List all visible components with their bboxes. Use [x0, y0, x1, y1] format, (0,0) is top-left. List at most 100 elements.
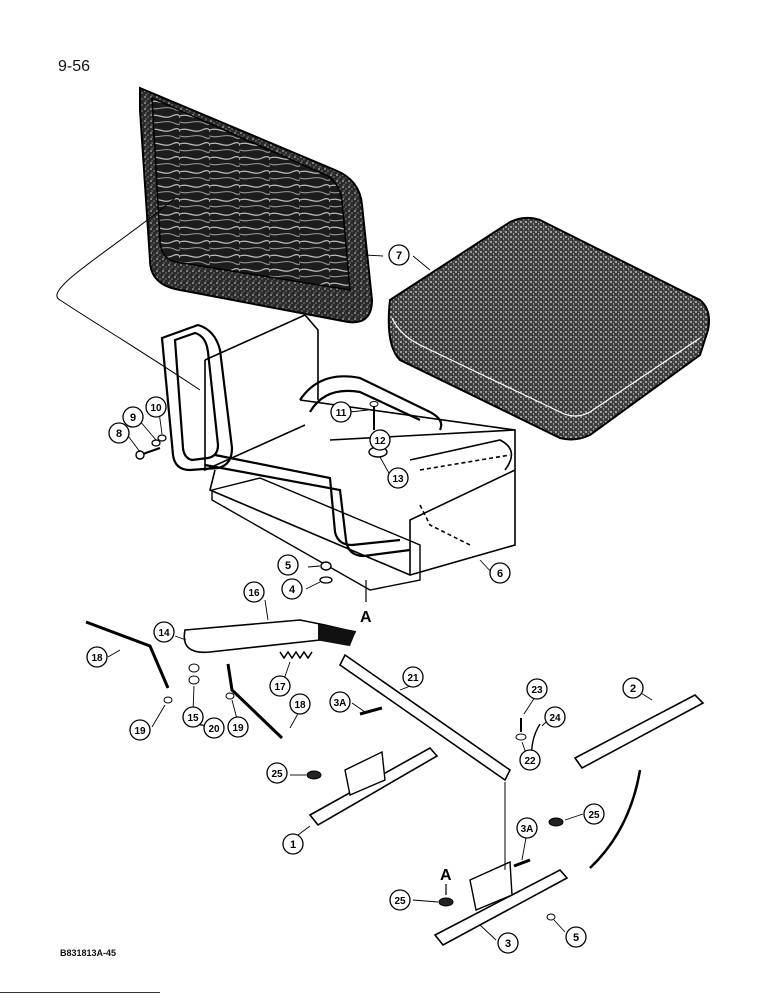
callout-circle: [369, 429, 391, 451]
callout-c24: 24: [544, 706, 566, 728]
callout-circle: [203, 717, 225, 739]
callout-circle: [622, 677, 644, 699]
callout-circle: [281, 578, 303, 600]
callout-circle: [108, 422, 130, 444]
callout-circle: [544, 706, 566, 728]
bottom-rule: [0, 992, 160, 993]
callout-label: 8: [116, 428, 122, 440]
figure-id: B831813A-45: [60, 948, 117, 958]
callout-circle: [145, 396, 167, 418]
callout-label: 14: [158, 628, 170, 639]
callout-label: 3A: [521, 824, 534, 835]
callout-circle: [86, 646, 108, 668]
callout-circle: [329, 691, 351, 713]
hardware-bolt-8: [135, 447, 161, 460]
callout-label: 22: [524, 756, 536, 767]
spring-17: [279, 650, 313, 660]
callout-label: 17: [274, 682, 286, 693]
callout-label: 1: [290, 839, 296, 851]
callout-c13: 13: [387, 467, 409, 489]
callout-c11: 11: [330, 401, 352, 423]
callout-label: 18: [294, 700, 306, 711]
callout-c18b: 18: [289, 693, 311, 715]
callout-circle: [526, 678, 548, 700]
seat-tube-frame: [160, 323, 443, 558]
callout-c6: 6: [489, 562, 511, 584]
callout-circle: [289, 693, 311, 715]
callout-circle: [388, 244, 410, 266]
callout-label: 3A: [334, 698, 347, 709]
callout-c18a: 18: [86, 646, 108, 668]
rod-18-right: [226, 663, 284, 740]
seat-base-plate: [211, 477, 421, 591]
callout-c16: 16: [243, 581, 265, 603]
seat-back-cushion: [139, 86, 374, 324]
callout-label: 3: [505, 938, 511, 950]
callout-c3a_a: 3A: [329, 691, 351, 713]
callout-circle: [277, 554, 299, 576]
callout-circle: [282, 833, 304, 855]
rod-18-left: [85, 620, 170, 689]
callout-label: 16: [248, 588, 260, 599]
callout-c3a_b: 3A: [516, 817, 538, 839]
callout-c5a: 5: [277, 554, 299, 576]
view-marker-a-lower: A: [440, 867, 452, 895]
slide-bar-21: [338, 653, 512, 782]
callout-label: 19: [134, 726, 146, 737]
callout-circle: [519, 749, 541, 771]
view-marker-a-upper: A: [360, 580, 372, 626]
callout-label: 24: [549, 713, 561, 724]
callout-circle: [266, 762, 288, 784]
callout-c17: 17: [269, 675, 291, 697]
callout-circle: [402, 666, 424, 688]
callout-c25a: 25: [266, 762, 288, 784]
callout-c20: 20: [203, 717, 225, 739]
callout-c23: 23: [526, 678, 548, 700]
seat-track-1: [306, 746, 439, 827]
callout-label: 4: [289, 584, 296, 596]
callout-c2: 2: [622, 677, 644, 699]
callout-label: 25: [588, 810, 600, 821]
callout-c19b: 19: [227, 716, 249, 738]
callout-c10: 10: [145, 396, 167, 418]
callout-c25b: 25: [583, 803, 605, 825]
clip-3a-upper: [359, 706, 383, 716]
seat-track-3: [433, 817, 569, 947]
callout-label: 25: [271, 769, 283, 780]
callout-c1: 1: [282, 833, 304, 855]
callout-label: 5: [285, 560, 291, 572]
seat-track-2: [573, 694, 705, 770]
callout-c12: 12: [369, 429, 391, 451]
callout-c3: 3: [497, 932, 519, 954]
view-marker-a-lower-label: A: [440, 867, 452, 884]
callout-label: 2: [630, 683, 636, 695]
callout-label: 6: [497, 568, 503, 580]
callout-label: 20: [208, 724, 220, 735]
callout-circle: [497, 932, 519, 954]
callout-circle: [565, 926, 587, 948]
callout-label: 11: [336, 408, 347, 419]
callout-circle: [516, 817, 538, 839]
hardware-14-15: [188, 663, 200, 685]
callout-circle: [387, 467, 409, 489]
callout-circle: [389, 889, 411, 911]
clip-3a-lower: [513, 858, 531, 868]
callout-c25c: 25: [389, 889, 411, 911]
callout-c8: 8: [108, 422, 130, 444]
callout-circle: [489, 562, 511, 584]
callout-circle: [243, 581, 265, 603]
callout-label: 7: [396, 250, 402, 262]
callout-circle: [122, 406, 144, 428]
callout-c7: 7: [388, 244, 410, 266]
callout-label: 15: [187, 713, 199, 724]
callout-label: 25: [394, 896, 406, 907]
callout-circle: [153, 621, 175, 643]
callout-label: 18: [91, 653, 103, 664]
lever-16: [183, 619, 357, 654]
view-marker-a-upper-label: A: [360, 609, 372, 626]
callout-label: 5: [573, 932, 579, 944]
callout-label: 13: [392, 474, 404, 485]
